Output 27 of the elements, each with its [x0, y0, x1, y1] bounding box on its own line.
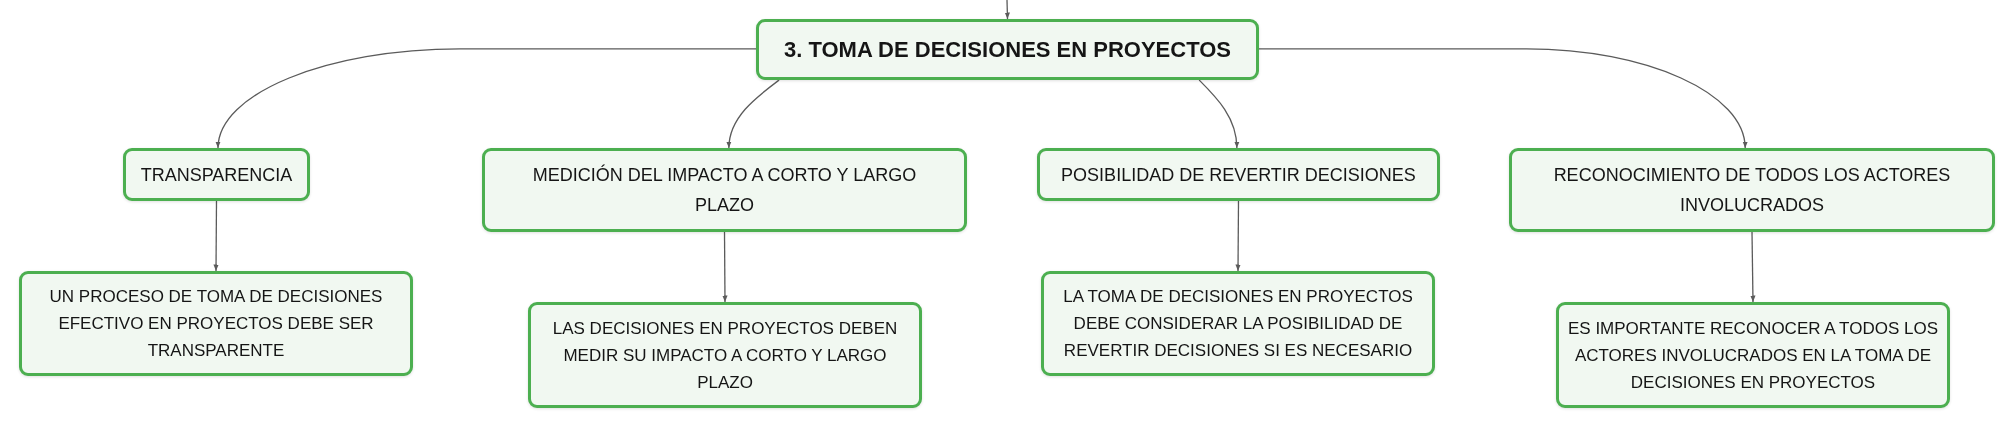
central-topic-box [756, 19, 1259, 80]
topic-label: RECONOCIMIENTO DE TODOS LOS ACTORES INVOLUCRADOS [1552, 164, 1952, 217]
central-topic-title: 3. TOMA DE DECISIONES EN PROYECTOS [784, 35, 1231, 64]
detail-box [1041, 271, 1435, 376]
topic-box [1509, 148, 1995, 232]
arrow [216, 48, 757, 149]
topic-label: POSIBILIDAD DE REVERTIR DECISIONES [1061, 163, 1416, 187]
topic-box [123, 148, 310, 201]
arrow [1198, 79, 1240, 149]
topic-box [1037, 148, 1440, 201]
arrow [1004, 0, 1010, 20]
topic-label: TRANSPARENCIA [140, 163, 293, 187]
topic-box [482, 148, 967, 232]
arrow [1235, 200, 1241, 272]
arrow [213, 200, 219, 272]
detail-box [528, 302, 922, 408]
detail-text: LA TOMA DE DECISIONES EN PROYECTOS DEBE CONSIDERAR LA POSIBILIDAD DE REVERTIR DECISIONES SI ES NECESARIO [1062, 286, 1414, 362]
arrow [1750, 231, 1756, 303]
topic-label: MEDICIÓN DEL IMPACTO A CORTO Y LARGO PLAZO [531, 163, 918, 217]
detail-text: ES IMPORTANTE RECONOCER A TODOS LOS ACTORES INVOLUCRADOS EN LA TOMA DE DECISIONES EN PROYECTOS [1567, 317, 1939, 394]
detail-text: UN PROCESO DE TOMA DE DECISIONES EFECTIVO EN PROYECTOS DEBE SER TRANSPARENTE [48, 286, 384, 362]
detail-box [1556, 302, 1950, 408]
arrow [722, 231, 728, 303]
detail-box [19, 271, 413, 376]
detail-text: LAS DECISIONES EN PROYECTOS DEBEN MEDIR SU IMPACTO A CORTO Y LARGO PLAZO [551, 317, 899, 394]
arrow [1258, 48, 1747, 149]
arrow [726, 79, 780, 149]
